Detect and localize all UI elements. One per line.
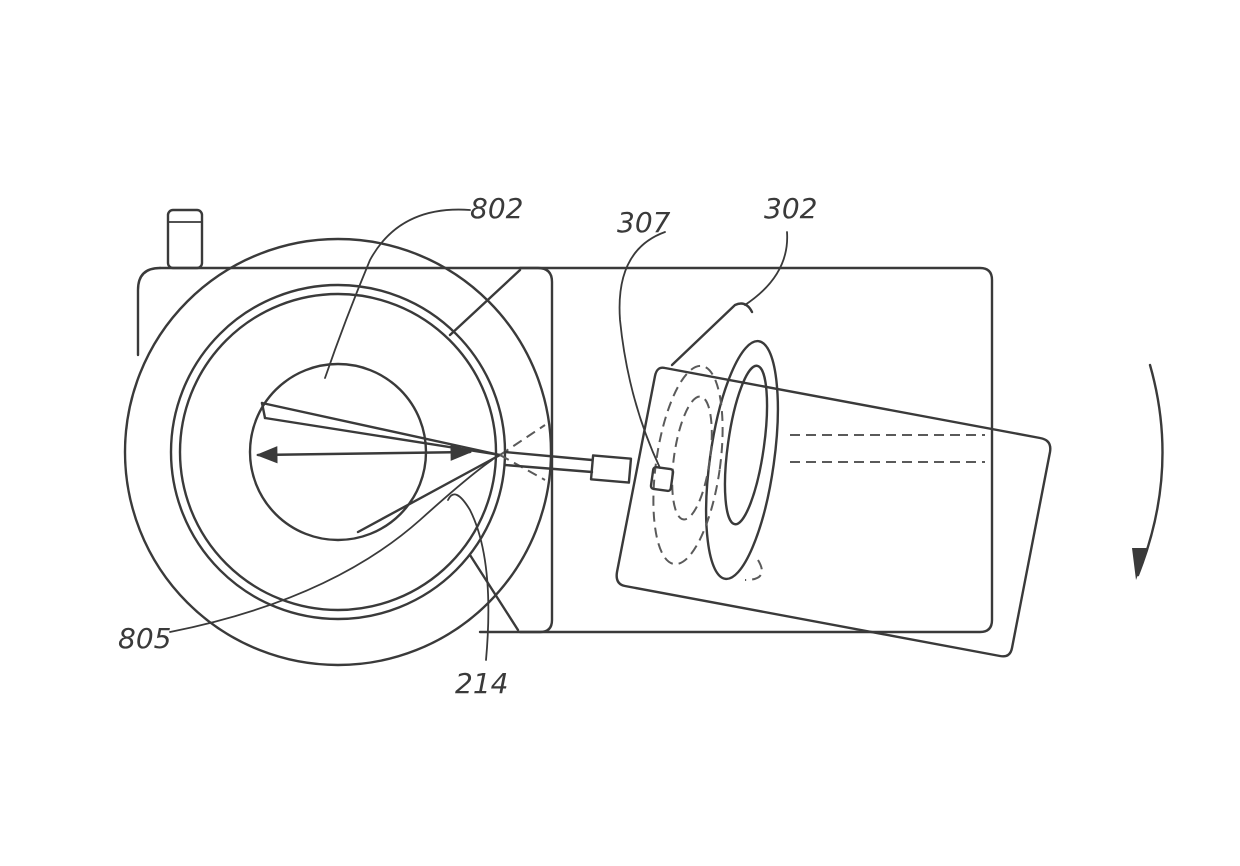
label-805: 805 <box>118 622 171 655</box>
rotation-arrow <box>1132 365 1163 580</box>
tilted-cartridge <box>617 304 1051 657</box>
device-housing <box>138 210 992 632</box>
leader-lines <box>170 210 787 660</box>
connector-stem <box>505 452 631 483</box>
label-302: 302 <box>764 192 817 225</box>
label-214: 214 <box>455 667 508 700</box>
label-802: 802 <box>470 192 523 225</box>
label-307: 307 <box>617 206 671 239</box>
